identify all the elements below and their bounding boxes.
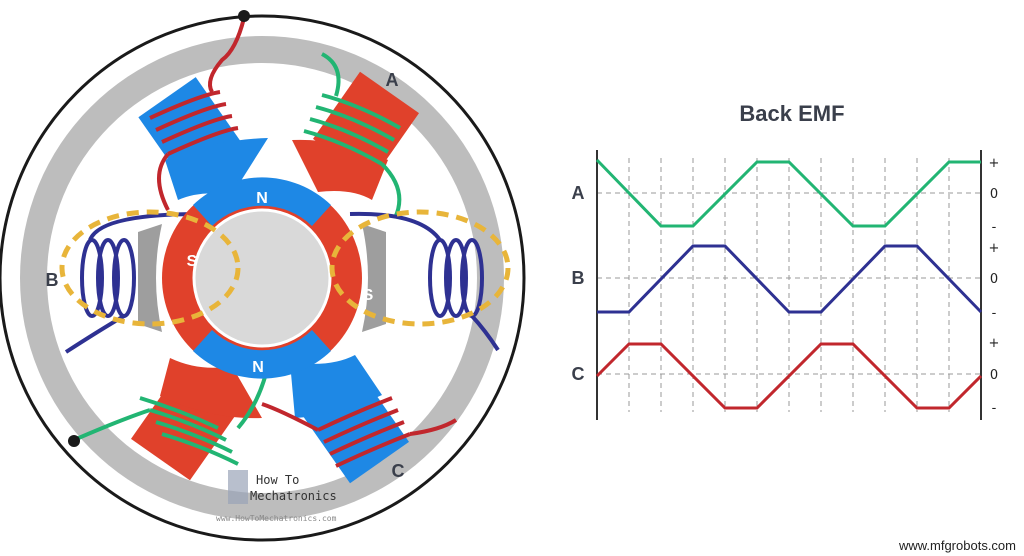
terminal-dot-top (238, 10, 250, 22)
watermark: How To Mechatronics www.HowToMechatronic… (216, 470, 337, 523)
winding-right (349, 211, 500, 352)
winding-bottom-right (261, 396, 458, 468)
footer-site: www.mfgrobots.com (898, 538, 1016, 553)
rotor (162, 177, 362, 379)
sign-a-minus: - (992, 220, 997, 235)
row-label-b: B (572, 268, 585, 288)
watermark-line2: Mechatronics (250, 489, 337, 503)
winding-top-right (303, 52, 402, 219)
coil-label-a: A (386, 70, 399, 90)
coil-label-b: B (46, 270, 59, 290)
rotor-north-top (193, 177, 331, 226)
sign-c-plus: + (989, 336, 1000, 351)
sign-b-zero: 0 (990, 272, 998, 287)
row-label-a: A (572, 183, 585, 203)
coil-highlight-ellipses (59, 209, 511, 327)
rotor-pole-label-n-top: N (256, 190, 268, 207)
rotor-pole-label-n-bottom: N (252, 359, 264, 376)
chart-title: Back EMF (739, 101, 844, 126)
motor: N N S S A B C How To Mechatronics www.Ho… (0, 10, 526, 542)
back-emf-chart: Back EMF A B C + 0 - + 0 (572, 101, 1000, 420)
coil-label-c: C (392, 461, 405, 481)
sign-a-plus: + (989, 156, 1000, 171)
sign-b-minus: - (992, 306, 997, 321)
rotor-north-bottom (193, 330, 331, 379)
row-label-c: C (572, 364, 585, 384)
watermark-url: www.HowToMechatronics.com (216, 514, 337, 523)
sign-b-plus: + (989, 241, 1000, 256)
stator-pole-left (138, 224, 162, 332)
waveform-a (595, 158, 981, 228)
rotor-pole-label-s-left: S (187, 253, 198, 270)
sign-c-minus: - (992, 401, 997, 416)
stator-pole-bottom-left (130, 358, 262, 481)
sign-a-zero: 0 (990, 187, 998, 202)
watermark-logo (228, 470, 248, 504)
winding-left (64, 212, 201, 354)
sign-c-zero: 0 (990, 368, 998, 383)
waveform-c (595, 342, 983, 410)
terminal-dot-bottom-left (68, 435, 80, 447)
winding-top-left (149, 17, 246, 211)
rotor-pole-label-s-right: S (363, 287, 374, 304)
stator-pole-right (362, 224, 386, 332)
waveform-b (597, 244, 983, 314)
watermark-line1: How To (256, 473, 299, 487)
